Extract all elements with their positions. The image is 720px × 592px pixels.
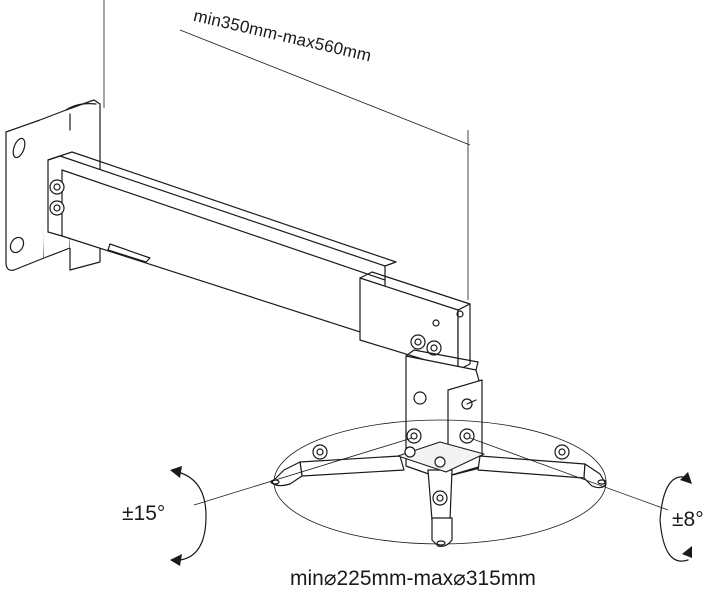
tilt-axis-line (193, 437, 413, 506)
tilt-angle-label: ±15° (122, 502, 166, 525)
arm-length-dimension (103, 0, 471, 300)
plate-diameter-label: min⌀225mm-max⌀315mm (290, 567, 536, 590)
arm-outer-tube (47, 151, 397, 341)
spider-arms (270, 441, 607, 547)
tilt-rotation-arrow-icon (170, 466, 207, 566)
arm-inner-tube (359, 271, 471, 371)
swivel-angle-label: ±8° (672, 508, 704, 531)
swivel-rotation-arrow-icon (659, 472, 692, 562)
swivel-axis-line (469, 437, 669, 511)
